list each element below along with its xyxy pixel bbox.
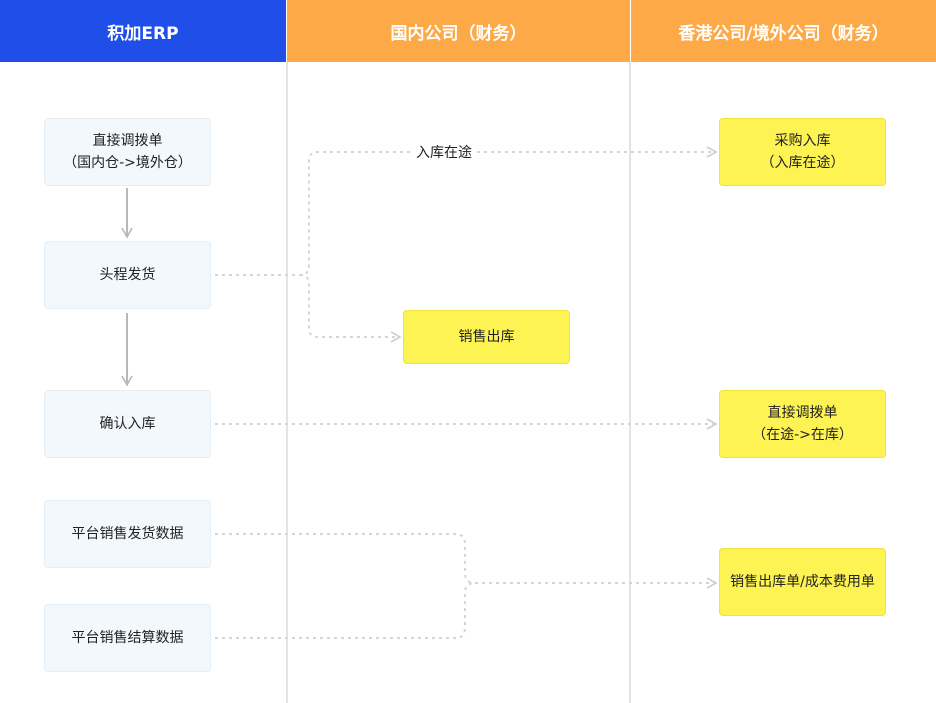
node-confirm-inbound: 确认入库 xyxy=(44,390,211,458)
arrow-platform-shipping-merge xyxy=(215,533,476,584)
node-purchase-inbound: 采购入库 （入库在途） xyxy=(719,118,886,186)
node-platform-settlement-data: 平台销售结算数据 xyxy=(44,604,211,672)
node-direct-transfer: 直接调拨单 （国内仓->境外仓） xyxy=(44,118,211,186)
lane-divider xyxy=(629,62,631,703)
lane-header-hk-company: 香港公司/境外公司（财务） xyxy=(631,0,936,62)
lane-header-domestic-company: 国内公司（财务） xyxy=(287,0,630,62)
node-first-leg-shipment: 头程发货 xyxy=(44,241,211,309)
node-platform-shipping-data: 平台销售发货数据 xyxy=(44,500,211,568)
node-hk-direct-transfer: 直接调拨单 （在途->在库） xyxy=(719,390,886,458)
node-sales-outbound-cost-doc: 销售出库单/成本费用单 xyxy=(719,548,886,616)
edge-label-in-transit: 入库在途 xyxy=(413,142,475,162)
arrow-first-leg-to-sales-outbound xyxy=(299,274,402,343)
arrow-platform-settlement-merge xyxy=(215,582,476,639)
node-sales-outbound: 销售出库 xyxy=(403,310,570,364)
lane-header-erp: 积加ERP xyxy=(0,0,286,62)
arrow-first-leg-to-purchase-inbound xyxy=(215,146,718,276)
lane-divider xyxy=(286,62,288,703)
